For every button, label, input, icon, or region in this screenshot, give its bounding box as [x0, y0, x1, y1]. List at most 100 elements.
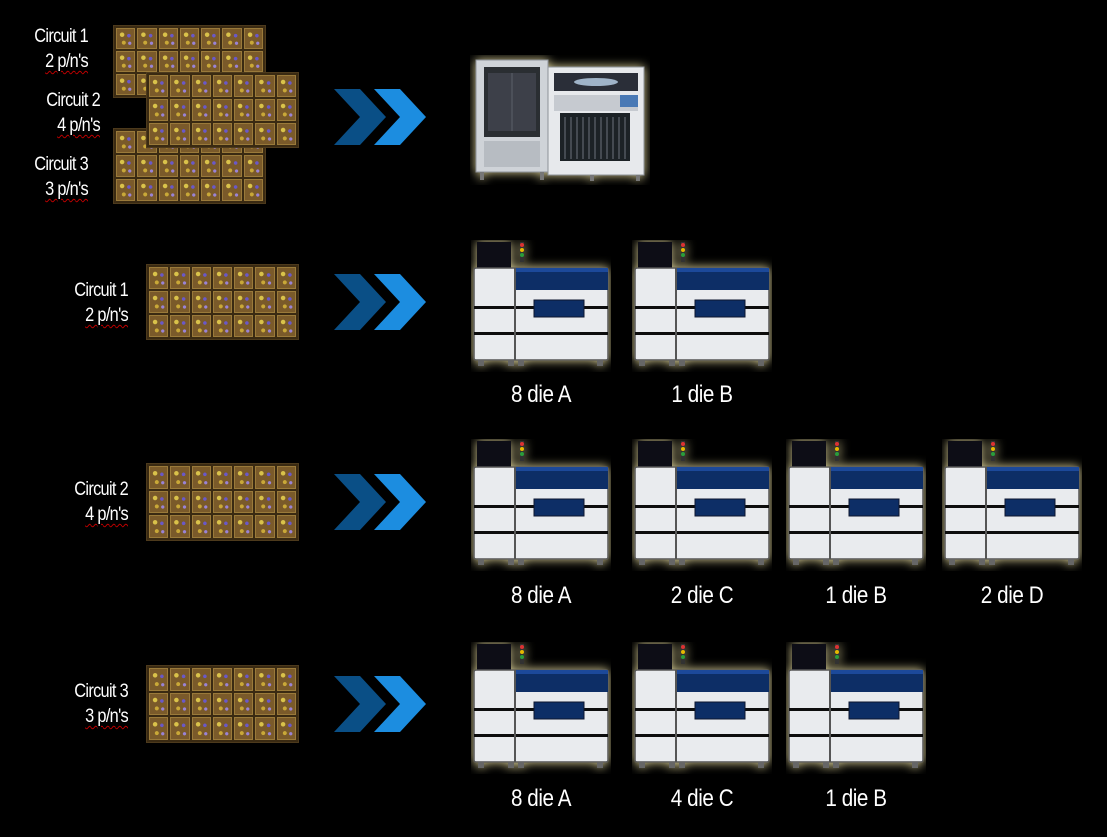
board-cell [170, 717, 190, 740]
board-cell [234, 466, 254, 489]
part-number-count: 2 p/n's [45, 51, 89, 72]
board-cell [149, 75, 169, 97]
board-cell [276, 692, 296, 716]
board-cell [212, 515, 233, 538]
board-cell [255, 668, 275, 691]
board-cell [276, 123, 296, 145]
circuit-board-panel-icon [146, 463, 299, 541]
double-chevron-right-icon [334, 274, 426, 330]
board-cell [170, 75, 190, 97]
board-cell [116, 28, 136, 49]
circuit-board-panel-icon [146, 665, 299, 743]
board-cell [234, 668, 254, 691]
circuit-name: Circuit 3 [34, 154, 88, 175]
board-cell [149, 692, 169, 716]
board-cell [255, 717, 275, 740]
board-cell [243, 155, 263, 177]
board-cell [234, 123, 254, 145]
board-cell [158, 155, 178, 177]
board-cell [212, 692, 233, 716]
board-cell [170, 490, 190, 514]
board-cell [255, 99, 275, 121]
board-cell [137, 155, 157, 177]
top-circuit-1-label: Circuit 1 2 p/n's [21, 24, 88, 74]
board-cell [276, 291, 296, 313]
circuit-name: Circuit 1 [74, 280, 128, 301]
board-cell [191, 466, 211, 489]
board-cell [191, 717, 211, 740]
board-cell [255, 466, 275, 489]
board-cell [137, 179, 157, 201]
board-cell [149, 515, 169, 538]
board-cell [243, 28, 263, 49]
part-number-count: 4 p/n's [57, 115, 101, 136]
board-cell [191, 99, 211, 121]
board-cell [255, 315, 275, 337]
board-cell [191, 315, 211, 337]
board-cell [170, 123, 190, 145]
die-bonder-machine-icon [788, 441, 924, 565]
board-cell [158, 28, 178, 49]
row-1-circuit-label: Circuit 1 2 p/n's [61, 278, 128, 328]
board-cell [191, 75, 211, 97]
die-bonder-machine-icon [473, 441, 609, 565]
board-cell [170, 99, 190, 121]
board-cell [149, 123, 169, 145]
board-cell [234, 490, 254, 514]
die-bonder-machine-icon [944, 441, 1080, 565]
die-count-label: 1 die B [825, 785, 887, 812]
board-cell [191, 267, 211, 289]
board-cell [170, 466, 190, 489]
board-cell [116, 51, 136, 72]
board-cell [212, 668, 233, 691]
board-cell [170, 668, 190, 691]
board-cell [234, 717, 254, 740]
board-cell [158, 179, 178, 201]
board-cell [234, 692, 254, 716]
board-cell [255, 515, 275, 538]
board-cell [170, 267, 190, 289]
board-cell [149, 291, 169, 313]
board-cell [255, 291, 275, 313]
circuit-name: Circuit 3 [74, 681, 128, 702]
top-circuit-3-label: Circuit 3 3 p/n's [21, 152, 88, 202]
pick-and-place-machine-icon [475, 59, 645, 181]
board-cell [234, 315, 254, 337]
circuit-board-panel-icon [146, 264, 299, 340]
board-cell [201, 155, 221, 177]
board-cell [179, 51, 200, 72]
board-cell [149, 466, 169, 489]
board-cell [170, 692, 190, 716]
die-bonder-machine-icon [634, 242, 770, 366]
board-cell [243, 179, 263, 201]
board-cell [158, 51, 178, 72]
die-count-label: 2 die C [670, 582, 734, 609]
board-cell [201, 28, 221, 49]
board-cell [234, 291, 254, 313]
board-cell [191, 490, 211, 514]
board-cell [116, 74, 136, 95]
board-cell [222, 51, 242, 72]
row-3-circuit-label: Circuit 3 3 p/n's [61, 679, 128, 729]
die-bonder-machine-icon [634, 441, 770, 565]
die-bonder-machine-icon [473, 242, 609, 366]
circuit-name: Circuit 2 [46, 90, 100, 111]
board-cell [212, 717, 233, 740]
board-cell [170, 291, 190, 313]
die-count-label: 1 die B [825, 582, 887, 609]
board-cell [201, 51, 221, 72]
board-cell [191, 668, 211, 691]
board-cell [149, 99, 169, 121]
die-count-label: 1 die B [671, 381, 733, 408]
board-cell [191, 692, 211, 716]
board-cell [179, 155, 200, 177]
board-cell [234, 99, 254, 121]
board-cell [276, 466, 296, 489]
board-cell [212, 99, 233, 121]
board-cell [201, 179, 221, 201]
part-number-count: 3 p/n's [85, 706, 129, 727]
die-count-label: 8 die A [510, 381, 572, 408]
board-cell [212, 291, 233, 313]
die-count-label: 2 die D [980, 582, 1044, 609]
board-cell [276, 515, 296, 538]
